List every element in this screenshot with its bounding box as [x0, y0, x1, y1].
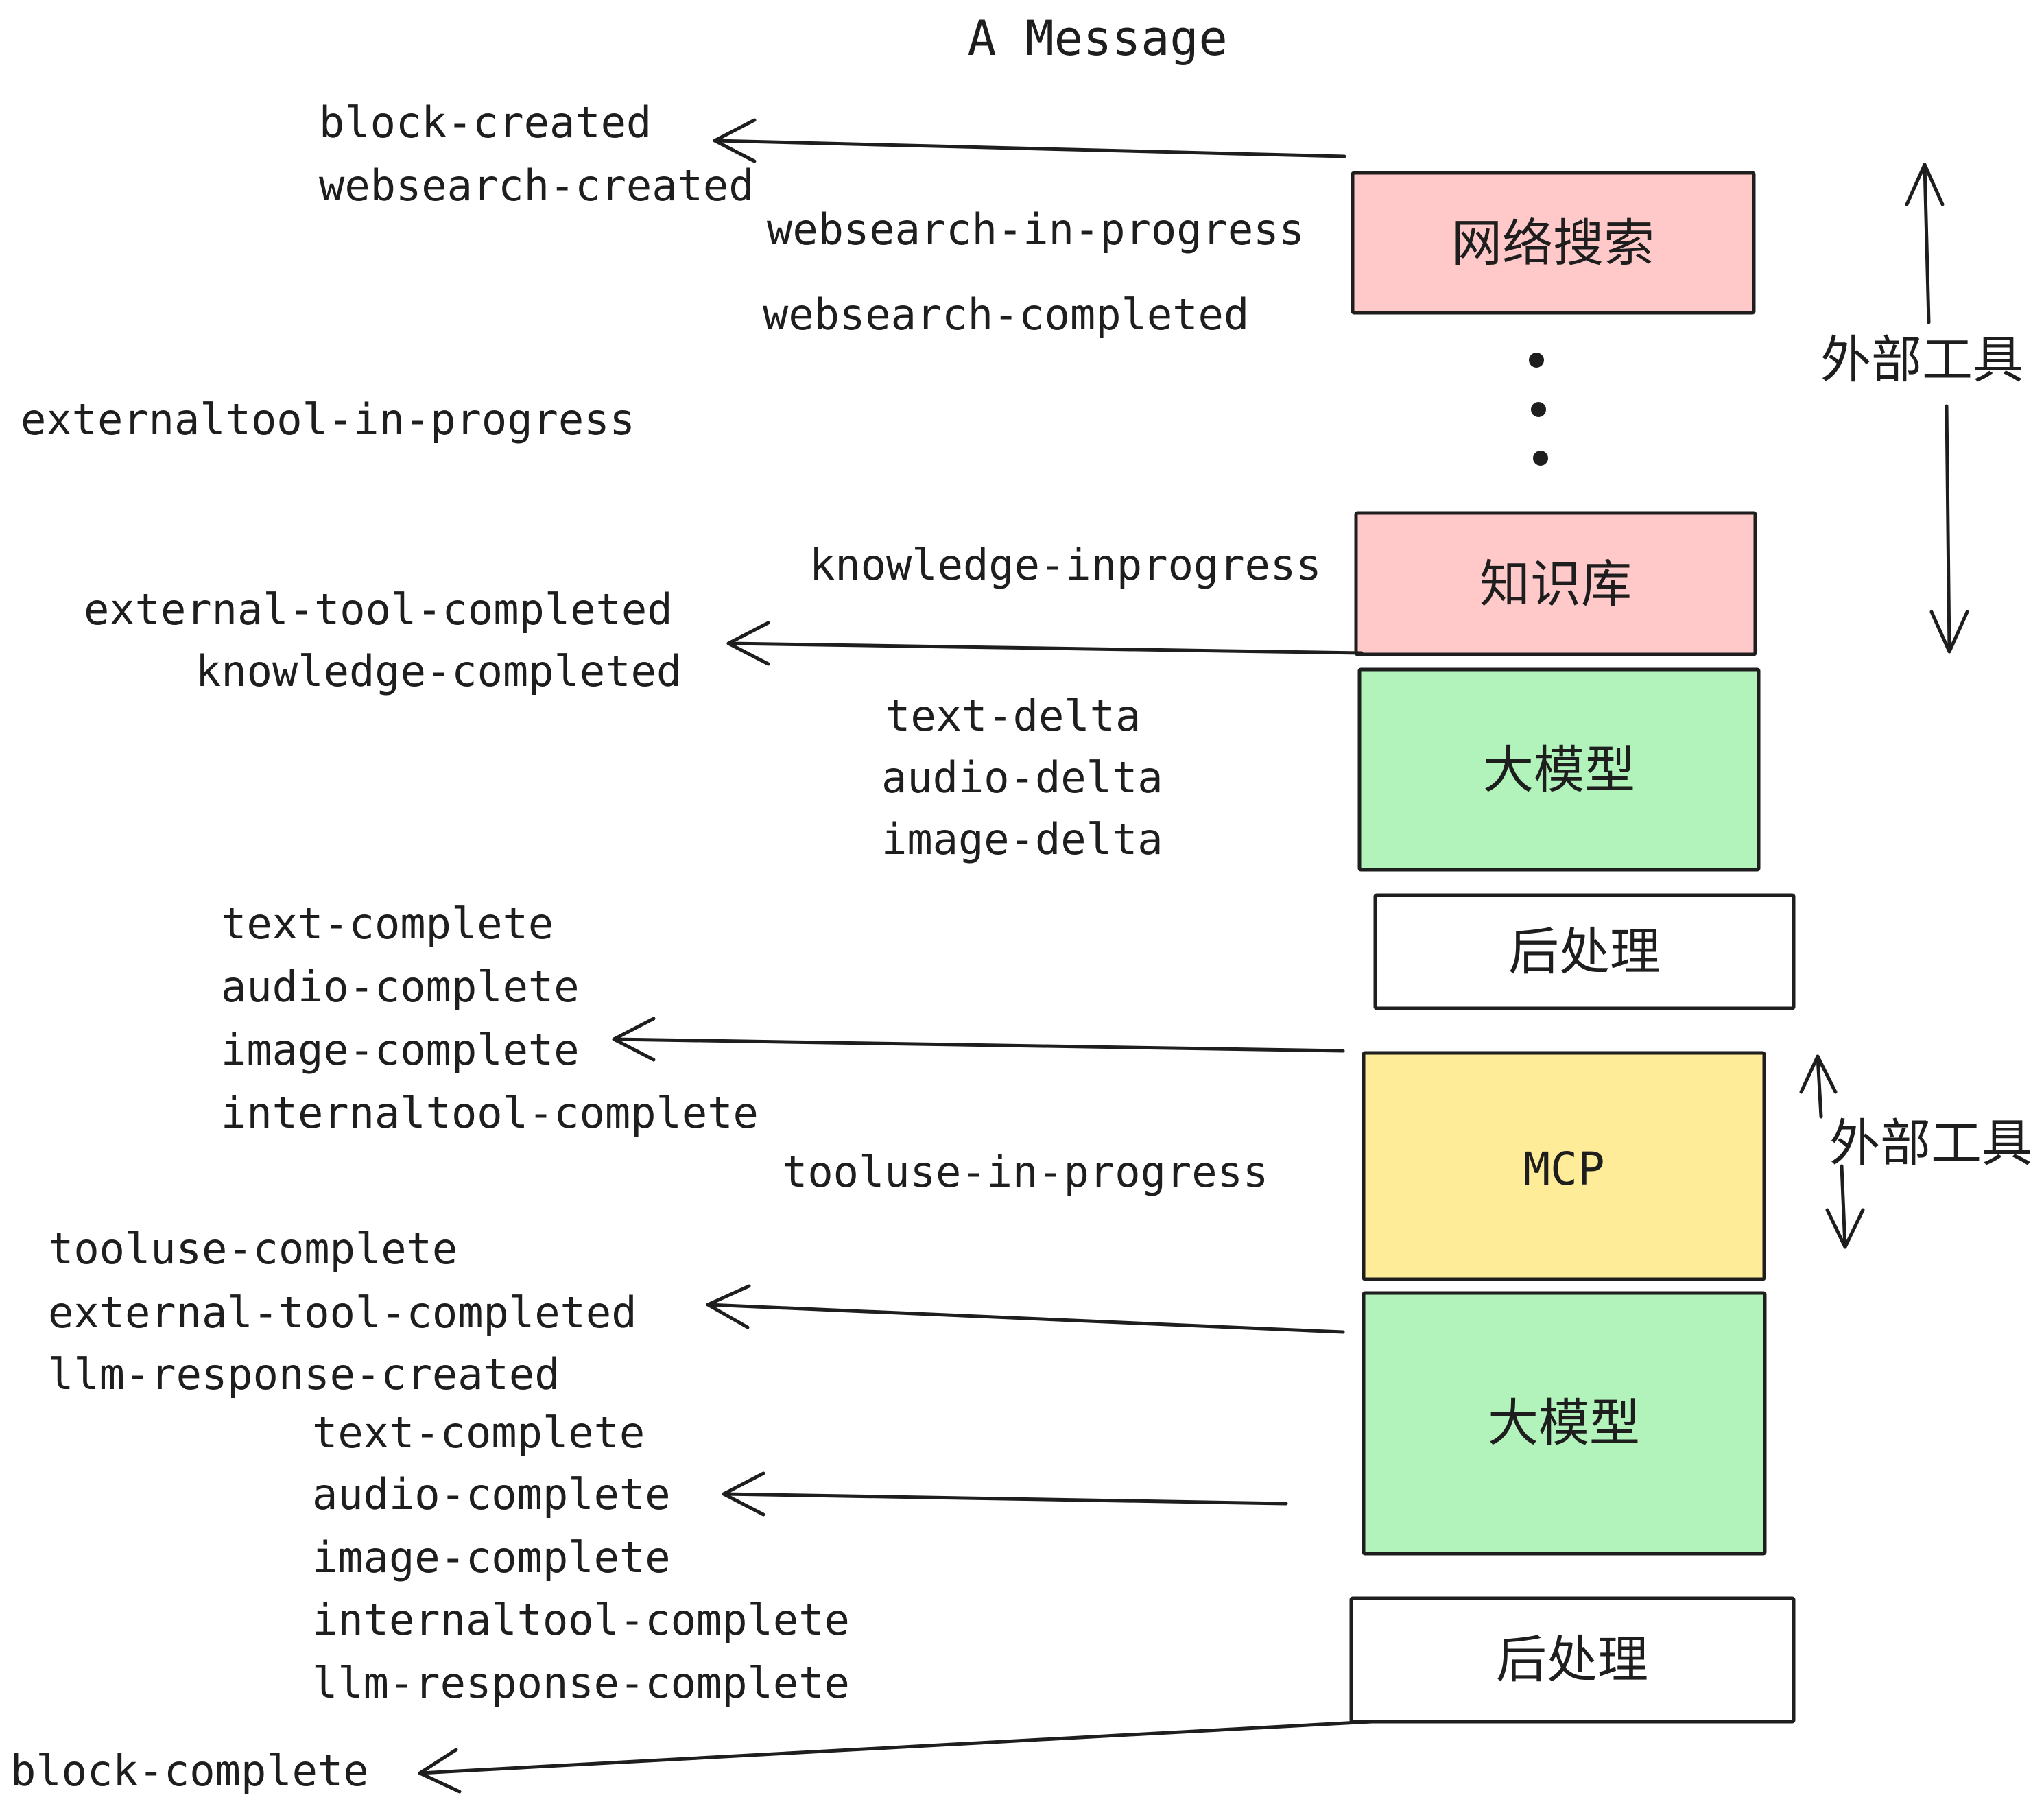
- event-internaltool-complete-2: internaltool-complete: [312, 1595, 850, 1645]
- event-internaltool-complete-1: internaltool-complete: [221, 1088, 759, 1138]
- event-text-complete-2: text-complete: [312, 1408, 645, 1458]
- postprocess-1-box-rect: [1373, 893, 1796, 1010]
- event-block-created: block-created: [319, 97, 652, 147]
- event-websearch-completed: websearch-completed: [763, 289, 1249, 340]
- event-externaltool-in-progress: externaltool-in-progress: [21, 394, 635, 444]
- llm-1-box-rect: [1357, 667, 1761, 872]
- event-external-tool-completed-2: external-tool-completed: [48, 1287, 637, 1338]
- event-external-tool-completed-1: external-tool-completed: [84, 584, 673, 634]
- arrow-shaft: [1945, 404, 1951, 654]
- arrow-down-icon: [1825, 1208, 1865, 1249]
- arrow-shaft: [706, 1303, 1345, 1334]
- box-postprocess-1: 后处理: [1373, 893, 1796, 1010]
- external-tools-label-top: 外部工具: [1820, 331, 2023, 388]
- arrow-left-icon: [726, 621, 770, 666]
- arrow-shaft: [1816, 1054, 1823, 1119]
- dot-icon: [1533, 451, 1548, 466]
- arrow-block-complete: [418, 1720, 1374, 1794]
- event-audio-complete-2: audio-complete: [312, 1469, 671, 1519]
- box-knowledge: 知识库: [1354, 511, 1757, 656]
- arrow-block-created: [713, 118, 1346, 163]
- arrow-shaft: [1923, 163, 1931, 324]
- box-mcp: MCP: [1362, 1051, 1766, 1281]
- arrow-shaft: [726, 641, 1364, 655]
- external-tools-range-mcp: 外部工具: [1799, 1054, 2032, 1249]
- ellipsis-dots: [1529, 353, 1548, 466]
- arrow-down-icon: [1929, 610, 1969, 654]
- event-llm-response-complete: llm-response-complete: [312, 1658, 850, 1708]
- event-llm-response-created: llm-response-created: [48, 1349, 560, 1399]
- dot-icon: [1531, 402, 1546, 417]
- arrow-up-icon: [1905, 163, 1945, 206]
- arrow-shaft: [713, 139, 1346, 158]
- event-tooluse-in-progress: tooluse-in-progress: [782, 1147, 1268, 1197]
- box-llm-2: 大模型: [1362, 1291, 1767, 1556]
- arrow-left-icon: [706, 1284, 751, 1329]
- event-websearch-in-progress: websearch-in-progress: [767, 204, 1305, 254]
- event-text-complete-1: text-complete: [221, 899, 554, 949]
- websearch-box-rect: [1351, 171, 1756, 315]
- arrow-shaft: [612, 1037, 1345, 1053]
- arrow-left-icon: [713, 118, 757, 163]
- arrow-shaft: [722, 1492, 1288, 1506]
- event-knowledge-completed: knowledge-completed: [195, 646, 682, 696]
- box-postprocess-2: 后处理: [1349, 1596, 1796, 1724]
- mcp-box-rect: [1362, 1051, 1766, 1281]
- arrow-audio-complete: [722, 1471, 1288, 1517]
- knowledge-box-rect: [1354, 511, 1757, 656]
- knowledge-box-label: 知识库: [1479, 556, 1632, 613]
- arrow-left-icon: [612, 1017, 656, 1062]
- llm-2-box-label: 大模型: [1488, 1394, 1640, 1451]
- dot-icon: [1529, 353, 1544, 368]
- event-audio-complete-1: audio-complete: [221, 962, 580, 1012]
- event-image-complete-2: image-complete: [312, 1532, 671, 1582]
- postprocess-1-box-label: 后处理: [1508, 923, 1661, 980]
- diagram-title: A Message: [967, 10, 1227, 67]
- mcp-box-label: MCP: [1523, 1143, 1604, 1196]
- event-tooluse-complete: tooluse-complete: [48, 1224, 457, 1274]
- arrow-left-icon: [418, 1748, 462, 1794]
- postprocess-2-box-label: 后处理: [1496, 1631, 1648, 1688]
- arrow-left-icon: [722, 1471, 765, 1517]
- external-tools-label-mcp: 外部工具: [1829, 1115, 2032, 1172]
- arrow-up-icon: [1799, 1054, 1838, 1094]
- arrow-shaft: [1840, 1164, 1847, 1249]
- event-knowledge-inprogress: knowledge-inprogress: [809, 540, 1322, 590]
- websearch-box-label: 网络搜索: [1451, 215, 1654, 272]
- event-block-complete: block-complete: [10, 1746, 369, 1796]
- event-image-delta-1: image-delta: [881, 814, 1163, 864]
- box-llm-1: 大模型: [1357, 667, 1761, 872]
- arrow-knowledge-completed: [726, 621, 1364, 666]
- llm-2-box-rect: [1362, 1291, 1767, 1556]
- llm-1-box-label: 大模型: [1483, 741, 1635, 798]
- event-audio-delta-1: audio-delta: [881, 752, 1163, 803]
- arrow-tooluse-complete: [706, 1284, 1345, 1334]
- event-image-complete-1: image-complete: [221, 1025, 580, 1075]
- arrow-image-complete: [612, 1017, 1345, 1062]
- external-tools-range-top: 外部工具: [1820, 163, 2023, 654]
- event-websearch-created: websearch-created: [319, 161, 754, 211]
- arrow-shaft: [418, 1720, 1374, 1775]
- event-text-delta-1: text-delta: [885, 691, 1141, 741]
- postprocess-2-box-rect: [1349, 1596, 1796, 1724]
- box-websearch: 网络搜索: [1351, 171, 1756, 315]
